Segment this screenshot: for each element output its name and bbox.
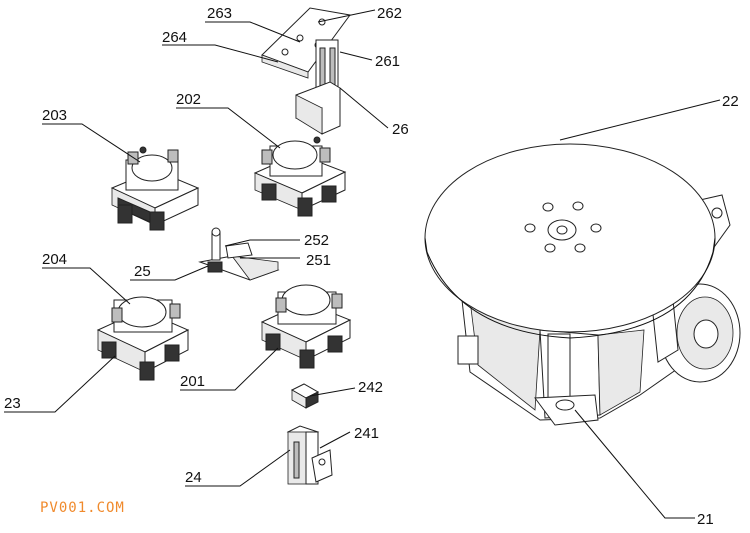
label-242: 242: [358, 379, 383, 396]
label-251: 251: [306, 252, 331, 269]
turntable-assembly: [424, 143, 741, 426]
fixture-201: [260, 284, 352, 369]
label-22: 22: [722, 93, 739, 110]
clamp-25: [198, 227, 280, 281]
label-202: 202: [176, 91, 201, 108]
leader-lines: [4, 9, 721, 519]
label-23: 23: [4, 395, 21, 412]
label-261: 261: [375, 53, 400, 70]
label-262: 262: [377, 5, 402, 22]
label-24: 24: [185, 469, 202, 486]
label-263: 263: [207, 5, 232, 22]
label-264: 264: [162, 29, 187, 46]
fixture-203: [110, 146, 200, 231]
bracket-assembly-26: [261, 7, 351, 135]
label-26: 26: [392, 121, 409, 138]
fixture-204: [96, 296, 190, 381]
watermark: PV001.COM: [40, 500, 125, 516]
label-25: 25: [134, 263, 151, 280]
block-242: [290, 383, 320, 409]
label-204: 204: [42, 251, 67, 268]
label-252: 252: [304, 232, 329, 249]
label-21: 21: [697, 511, 714, 528]
cylinder-24: [286, 425, 333, 485]
callout-labels: 263 262 264 261 26 22 203 202 252 251 25…: [4, 5, 739, 528]
label-241: 241: [354, 425, 379, 442]
fixture-202: [253, 136, 347, 217]
label-203: 203: [42, 107, 67, 124]
label-201: 201: [180, 373, 205, 390]
